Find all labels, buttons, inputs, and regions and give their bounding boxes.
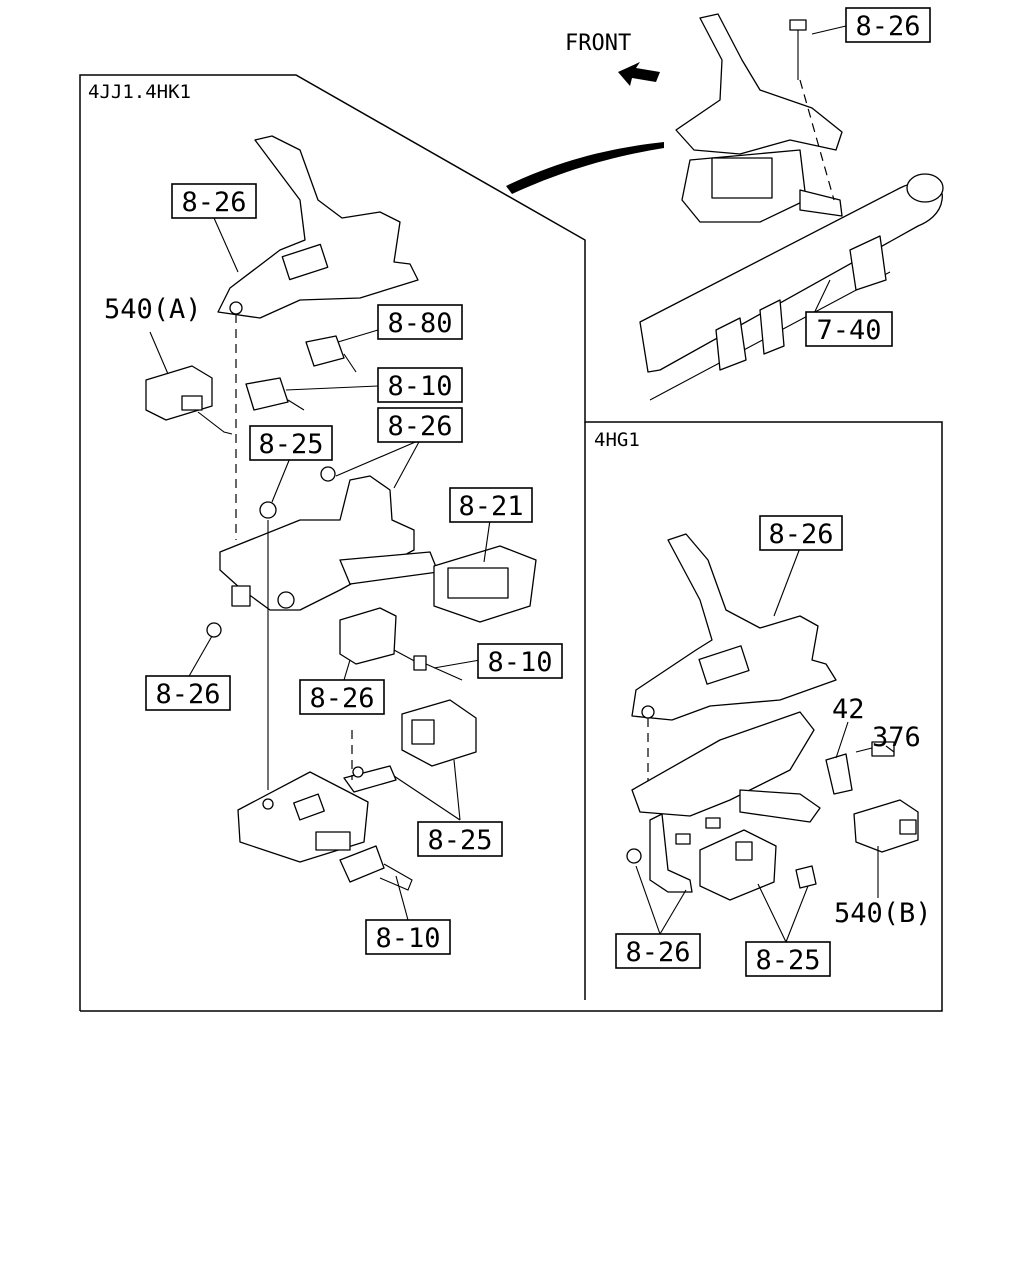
- main-bracket-assembly: [145, 135, 537, 891]
- callout-740: 7-40: [805, 311, 893, 347]
- callout-alt-825: 8-25: [745, 941, 831, 977]
- callout-label: 8-25: [755, 945, 820, 976]
- callout-810-a: 8-10: [377, 367, 463, 403]
- callout-label: 8-10: [487, 647, 552, 678]
- callout-label: 8-10: [387, 371, 452, 402]
- callout-826-d: 8-26: [299, 679, 385, 715]
- callout-825-b: 8-25: [417, 821, 503, 857]
- part-number-42: 42: [832, 694, 865, 725]
- part-number-376: 376: [872, 722, 921, 753]
- callout-label: 8-26: [309, 683, 374, 714]
- callout-826-c: 8-26: [145, 675, 231, 711]
- callout-label: 8-25: [258, 429, 323, 460]
- callout-label: 8-26: [155, 679, 220, 710]
- callout-880: 8-80: [377, 304, 463, 340]
- callout-821: 8-21: [449, 487, 533, 523]
- arrow-up-left-icon: [618, 62, 660, 86]
- callout-label: 8-26: [625, 937, 690, 968]
- main-leaders: [149, 217, 491, 921]
- part-number-540a: 540(A): [104, 294, 202, 325]
- section-frames: [79, 74, 943, 1012]
- alt-leaders: [635, 547, 895, 943]
- callout-label: 8-25: [427, 825, 492, 856]
- curved-arrow-icon: [506, 142, 664, 194]
- callout-alt-826-a: 8-26: [759, 515, 843, 551]
- callout-826-b: 8-26: [377, 407, 463, 443]
- callout-top-826: 8-26: [845, 7, 931, 43]
- callout-label: 8-10: [375, 923, 440, 954]
- alt-bracket-assembly: [626, 533, 919, 901]
- callout-label: 8-26: [768, 519, 833, 550]
- callout-label: 8-26: [855, 11, 920, 42]
- callout-810-b: 8-10: [477, 643, 563, 679]
- callout-label: 8-26: [181, 187, 246, 218]
- section-label-alt: 4HG1: [594, 429, 640, 451]
- callout-label: 8-80: [387, 308, 452, 339]
- callout-label: 8-26: [387, 411, 452, 442]
- callout-main-826-a: 8-26: [171, 183, 257, 219]
- callout-825-a: 8-25: [249, 425, 333, 461]
- front-label: FRONT: [565, 31, 631, 56]
- leader-top-826: [811, 25, 847, 35]
- part-number-540b: 540(B): [834, 898, 932, 929]
- callout-alt-826-b: 8-26: [615, 933, 701, 969]
- section-label-main: 4JJ1.4HK1: [88, 81, 191, 103]
- top-view-assembly: [639, 13, 944, 401]
- callout-label: 8-21: [458, 491, 523, 522]
- callout-label: 7-40: [816, 315, 881, 346]
- callout-810-c: 8-10: [365, 919, 451, 955]
